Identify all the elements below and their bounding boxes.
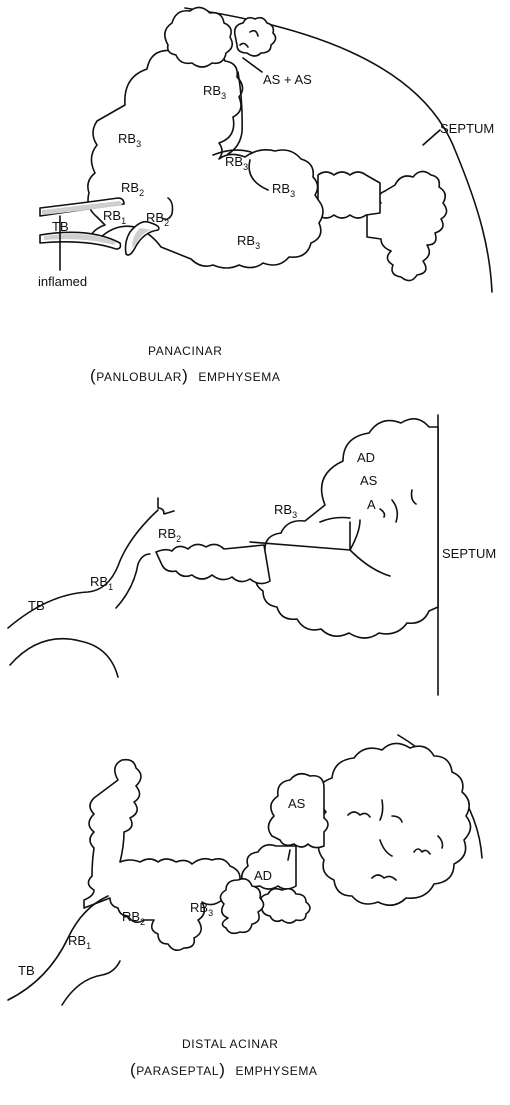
label-tb: TB — [18, 963, 35, 978]
caption-distal-acinar: DISTAL ACINAR — [182, 1037, 279, 1051]
caption-paraseptal: (PARASEPTAL)EMPHYSEMA — [130, 1060, 318, 1079]
label-ad: AD — [254, 868, 272, 883]
label-rb1: RB1 — [90, 574, 113, 592]
alveolar-sac-upper-right — [235, 18, 276, 56]
rb1-wall — [116, 554, 150, 608]
distal-alveolar-cloud — [317, 743, 470, 905]
label-as: AS — [288, 796, 306, 811]
rb2-top-edge — [158, 498, 174, 514]
alveolar-cluster-large — [255, 419, 438, 638]
ad-side-lobules — [261, 889, 310, 923]
duct-connector — [318, 172, 380, 218]
caption-panacinar: PANACINAR — [148, 344, 223, 358]
caption-panlobular: (PANLOBULAR)EMPHYSEMA — [90, 366, 280, 385]
as-pointer — [243, 58, 262, 72]
label-septum: SEPTUM — [440, 121, 494, 136]
terminal-bronchiole-lower — [62, 961, 120, 1005]
septum-pointer — [423, 130, 440, 145]
terminal-bronchiole-lower — [10, 639, 118, 677]
label-septum: SEPTUM — [442, 546, 496, 561]
bronchiole-branch-tree — [84, 760, 240, 951]
label-ad: AD — [357, 450, 375, 465]
label-as: AS — [360, 473, 378, 488]
terminal-bronchiole-wall — [8, 896, 108, 1000]
panel-middle: AD AS A RB3 RB2 RB1 TB SEPTUM — [8, 415, 496, 695]
label-a: A — [367, 497, 376, 512]
label-tb: TB — [28, 598, 45, 613]
label-inflamed: inflamed — [38, 274, 87, 289]
label-rb3: RB3 — [274, 502, 297, 520]
panel-distal-acinar: AS AD RB3 RB2 RB1 TB DISTAL ACINAR (PARA… — [8, 735, 482, 1079]
label-tb: TB — [52, 219, 69, 234]
respiratory-bronchiole-tube — [156, 544, 270, 583]
label-rb2: RB2 — [158, 526, 181, 544]
label-rb1: RB1 — [68, 933, 91, 951]
label-as-pair: AS + AS — [263, 72, 312, 87]
panel-panacinar: AS + AS RB3 RB3 RB3 RB3 RB3 RB2 RB2 RB1 … — [38, 7, 494, 385]
